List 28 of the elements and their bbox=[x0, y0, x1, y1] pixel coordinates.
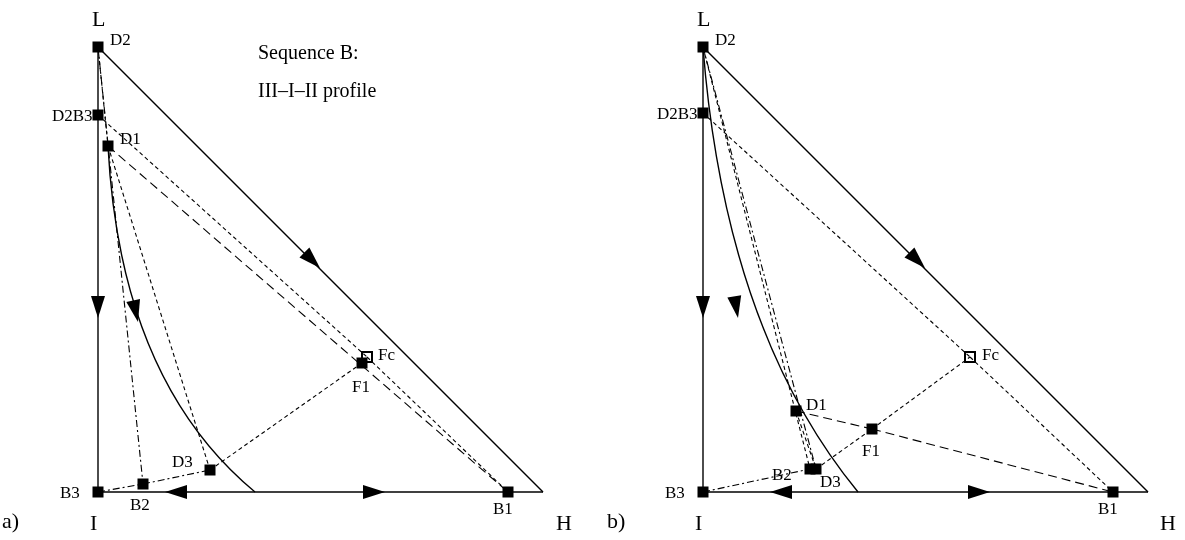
annotation-text: III–I–II profile bbox=[258, 80, 377, 100]
point-label: D2B3 bbox=[657, 105, 698, 122]
vertex-label: L bbox=[92, 8, 106, 30]
vertex-label: L bbox=[697, 8, 711, 30]
point-label: D1 bbox=[120, 130, 141, 147]
point-label: B3 bbox=[665, 484, 685, 501]
point-label: Fc bbox=[982, 346, 999, 363]
point-label: B1 bbox=[493, 500, 513, 517]
point-label: B2 bbox=[130, 496, 150, 513]
point-label: D3 bbox=[820, 473, 841, 490]
point-label: D2 bbox=[715, 31, 736, 48]
point-label: B1 bbox=[1098, 500, 1118, 517]
annotation-text: Sequence B: bbox=[258, 42, 359, 62]
point-label: B3 bbox=[60, 484, 80, 501]
vertex-label: H bbox=[556, 512, 572, 534]
vertex-label: I bbox=[695, 512, 703, 534]
vertex-label: I bbox=[90, 512, 98, 534]
panel-label: b) bbox=[607, 510, 626, 532]
point-label: D2B3 bbox=[52, 107, 93, 124]
point-label: D3 bbox=[172, 453, 193, 470]
point-label: Fc bbox=[378, 346, 395, 363]
point-label: F1 bbox=[352, 378, 370, 395]
vertex-label: H bbox=[1160, 512, 1176, 534]
point-label: F1 bbox=[862, 442, 880, 459]
panel-label: a) bbox=[2, 510, 20, 532]
point-label: D2 bbox=[110, 31, 131, 48]
point-label: D1 bbox=[806, 396, 827, 413]
point-label: B2 bbox=[772, 466, 792, 483]
